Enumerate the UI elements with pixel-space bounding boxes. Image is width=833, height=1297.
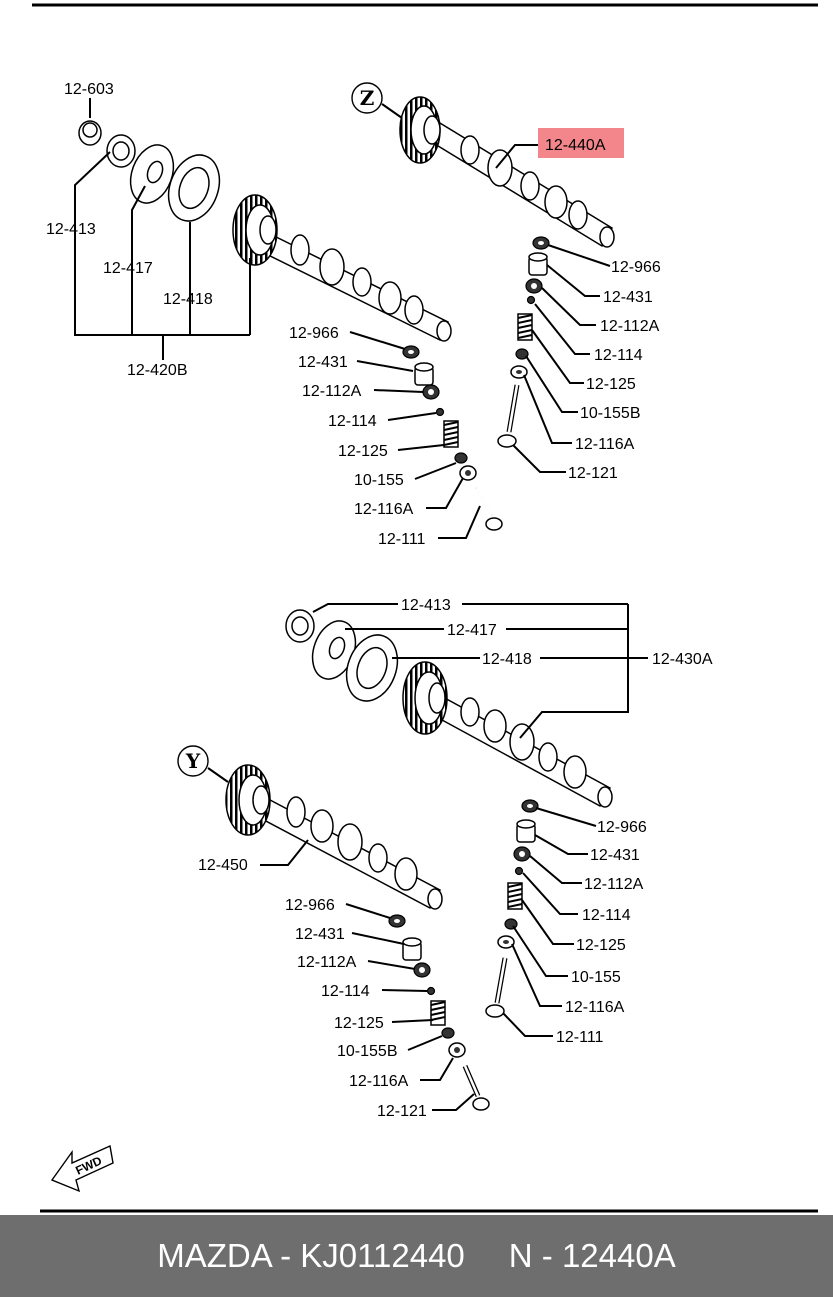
label-12-966: 12-966 xyxy=(289,325,339,342)
label-12-114: 12-114 xyxy=(321,983,370,1000)
label-12-112a: 12-112A xyxy=(297,954,357,971)
label-12-450: 12-450 xyxy=(198,857,248,874)
washer-lower-1 xyxy=(311,620,357,680)
seal-cap xyxy=(78,120,102,146)
footer-diagram-code: N - 12440A xyxy=(508,1237,676,1274)
label-12-417: 12-417 xyxy=(447,622,497,639)
label-12-121: 12-121 xyxy=(377,1103,427,1120)
label-12-116a: 12-116A xyxy=(349,1073,409,1090)
valve-stack-4 xyxy=(388,914,490,1111)
label-12-440a: 12-440A xyxy=(545,137,606,154)
label-12-413: 12-413 xyxy=(401,597,451,614)
label-12-420b: 12-420B xyxy=(127,362,188,379)
valve-stack-2 xyxy=(497,236,550,448)
label-12-125: 12-125 xyxy=(576,937,626,954)
label-10-155: 10-155 xyxy=(354,472,404,489)
callout-z: Z xyxy=(360,86,375,110)
washer-lower-2 xyxy=(345,634,399,702)
label-12-966: 12-966 xyxy=(611,259,661,276)
label-12-418: 12-418 xyxy=(163,291,213,308)
label-12-111: 12-111 xyxy=(378,531,426,548)
callout-y-circle xyxy=(177,745,209,777)
label-12-125: 12-125 xyxy=(338,443,388,460)
fwd-arrow-icon: FWD xyxy=(50,1144,114,1193)
camshaft-upper-right xyxy=(399,96,615,248)
valve-stack-3 xyxy=(485,799,539,1018)
oil-seal-lower xyxy=(285,609,315,643)
leader-lines xyxy=(74,98,648,1111)
label-12-417: 12-417 xyxy=(103,260,153,277)
label-12-430a: 12-430A xyxy=(652,651,713,668)
label-12-418: 12-418 xyxy=(482,651,532,668)
label-12-431: 12-431 xyxy=(590,847,640,864)
label-10-155: 10-155 xyxy=(571,969,621,986)
camshaft-upper-left xyxy=(232,194,452,342)
label-10-155b: 10-155B xyxy=(337,1043,398,1060)
label-12-116a: 12-116A xyxy=(565,999,625,1016)
callout-y: Y xyxy=(185,749,201,773)
footer-bar: MAZDA - KJ0112440 N - 12440A xyxy=(0,1215,833,1297)
label-12-114: 12-114 xyxy=(582,907,631,924)
label-12-413: 12-413 xyxy=(46,221,96,238)
camshaft-lower-right xyxy=(402,661,613,808)
callout-z-leader xyxy=(381,103,403,119)
labels-group-3: 12-413 12-417 12-418 12-430A 12-966 12-4… xyxy=(401,597,713,1046)
label-12-116a: 12-116A xyxy=(575,436,635,453)
label-12-125: 12-125 xyxy=(334,1015,384,1032)
label-12-114: 12-114 xyxy=(328,413,377,430)
callout-z-circle xyxy=(351,82,383,114)
label-12-116a: 12-116A xyxy=(354,501,414,518)
label-12-112a: 12-112A xyxy=(302,383,362,400)
washer-2 xyxy=(167,154,221,222)
label-12-431: 12-431 xyxy=(295,926,345,943)
footer-part-number: MAZDA - KJ0112440 xyxy=(157,1237,465,1274)
label-12-111: 12-111 xyxy=(556,1029,604,1046)
label-12-966: 12-966 xyxy=(285,897,335,914)
highlight-box xyxy=(538,128,624,158)
label-12-112a: 12-112A xyxy=(584,876,644,893)
labels-group-1: 12-603 12-413 12-417 12-418 12-420B 12-9… xyxy=(46,81,426,548)
labels-group-2: 12-440A 12-966 12-431 12-112A 12-114 12-… xyxy=(538,128,661,482)
label-12-966: 12-966 xyxy=(597,819,647,836)
camshaft-lower-left xyxy=(225,764,443,910)
valve-stack-1 xyxy=(402,345,503,531)
label-12-431: 12-431 xyxy=(298,354,348,371)
label-10-155b: 10-155B xyxy=(580,405,641,422)
label-12-114: 12-114 xyxy=(594,347,643,364)
label-12-121: 12-121 xyxy=(568,465,618,482)
label-12-112a: 12-112A xyxy=(600,318,660,335)
parts-diagram: Z xyxy=(32,3,818,1213)
label-12-431: 12-431 xyxy=(603,289,653,306)
oil-seal xyxy=(106,134,136,168)
label-12-125: 12-125 xyxy=(586,376,636,393)
label-12-603: 12-603 xyxy=(64,81,114,98)
labels-group-4: 12-450 12-966 12-431 12-112A 12-114 12-1… xyxy=(198,857,427,1120)
callout-y-leader xyxy=(207,767,229,783)
